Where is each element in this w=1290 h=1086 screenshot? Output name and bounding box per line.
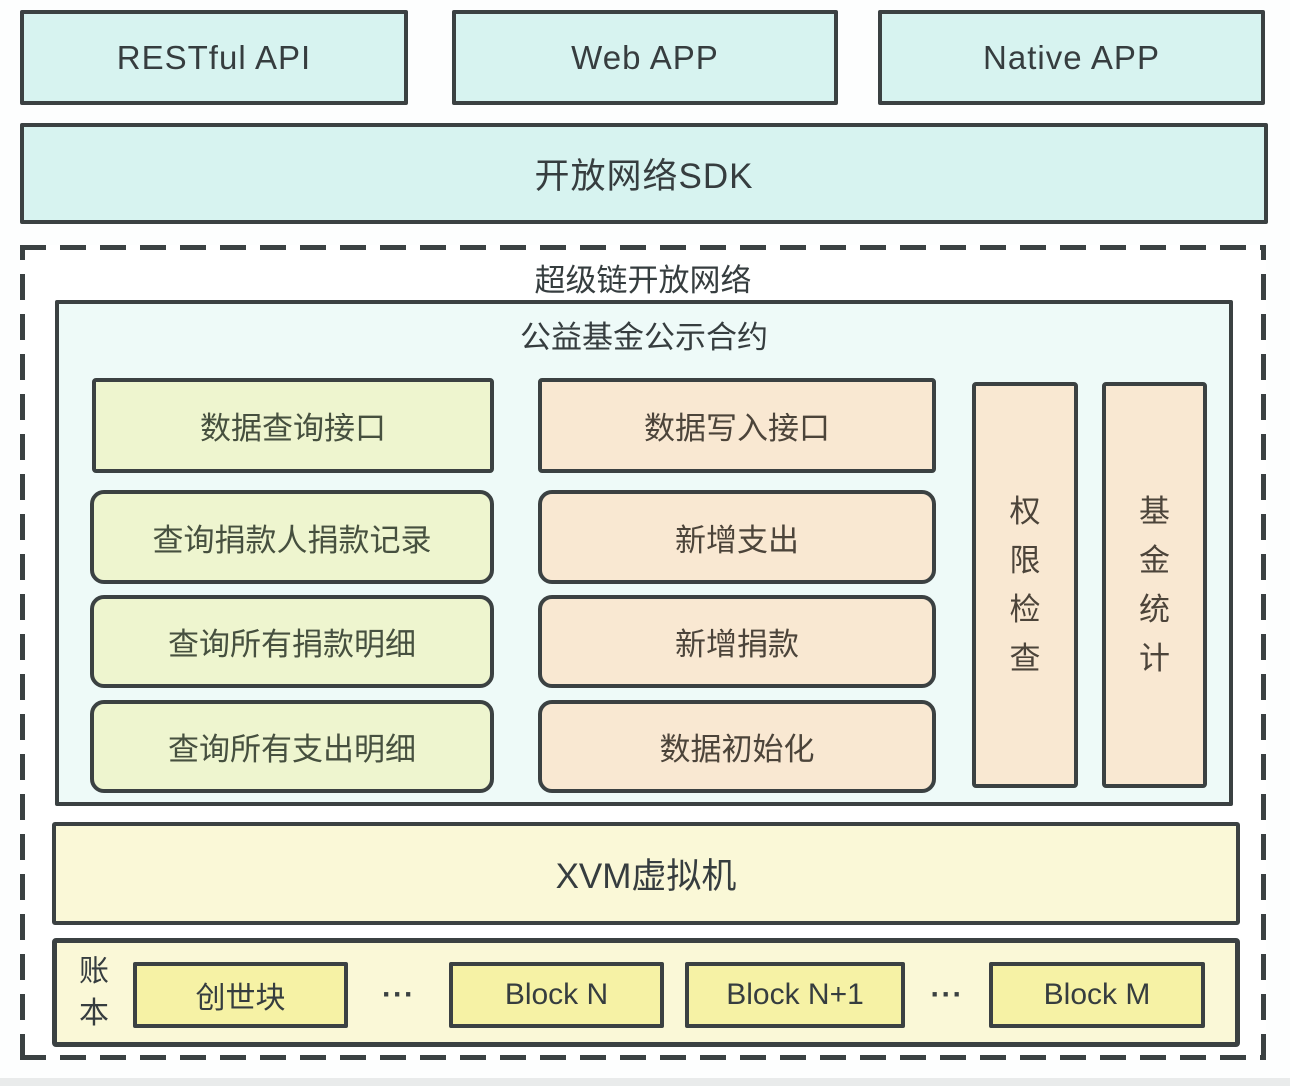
web-app-label: Web APP — [571, 38, 719, 76]
open-network-sdk-label: 开放网络SDK — [534, 157, 754, 196]
block-m-box: Block M — [989, 962, 1205, 1028]
fund-statistics-label: 基金统计 — [1139, 494, 1170, 676]
add-expense-box: 新增支出 — [538, 490, 936, 584]
xvm-virtual-machine-label: XVM虚拟机 — [555, 857, 737, 896]
query-donor-records-box: 查询捐款人捐款记录 — [90, 490, 494, 584]
add-donation-label: 新增捐款 — [675, 627, 799, 662]
bottom-edge-strip — [0, 1078, 1290, 1086]
block-n-plus-1-label: Block N+1 — [726, 978, 864, 1011]
restful-api-label: RESTful API — [116, 38, 312, 76]
query-all-expenses-box: 查询所有支出明细 — [90, 700, 494, 793]
superchain-open-network-container: 超级链开放网络 公益基金公示合约 数据查询接口 查询捐款人捐款记录 查询所有捐款… — [20, 245, 1266, 1060]
ellipsis-1: ··· — [382, 978, 415, 1011]
fund-contract-title: 公益基金公示合约 — [520, 320, 768, 355]
permission-check-label: 权限检查 — [1009, 494, 1041, 676]
native-app-box: Native APP — [878, 10, 1265, 105]
block-n-plus-1-box: Block N+1 — [685, 962, 905, 1028]
genesis-block-box: 创世块 — [133, 962, 348, 1028]
query-donor-records-label: 查询捐款人捐款记录 — [152, 522, 432, 558]
query-all-expenses-label: 查询所有支出明细 — [168, 732, 416, 767]
data-init-box: 数据初始化 — [538, 700, 936, 793]
query-all-donations-box: 查询所有捐款明细 — [90, 595, 494, 688]
restful-api-box: RESTful API — [20, 10, 408, 105]
open-network-sdk-box: 开放网络SDK — [20, 123, 1268, 224]
fund-statistics-box: 基金统计 — [1102, 382, 1207, 788]
native-app-label: Native APP — [983, 38, 1160, 76]
add-expense-label: 新增支出 — [675, 522, 799, 558]
data-query-interface-label: 数据查询接口 — [200, 411, 386, 446]
xvm-virtual-machine-box: XVM虚拟机 — [52, 822, 1240, 925]
fund-contract-container: 公益基金公示合约 数据查询接口 查询捐款人捐款记录 查询所有捐款明细 查询所有支… — [55, 300, 1233, 806]
ledger-container: 账本 创世块 ··· Block N Block N+1 ··· Block M — [52, 938, 1240, 1047]
data-query-interface-box: 数据查询接口 — [92, 378, 494, 473]
genesis-block-label: 创世块 — [195, 982, 286, 1015]
data-write-interface-label: 数据写入接口 — [644, 411, 830, 446]
data-write-interface-box: 数据写入接口 — [538, 378, 936, 473]
add-donation-box: 新增捐款 — [538, 595, 936, 688]
ellipsis-2: ··· — [930, 978, 964, 1011]
block-m-label: Block M — [1043, 978, 1151, 1011]
superchain-open-network-title: 超级链开放网络 — [534, 263, 752, 298]
ledger-label-wrap: 账本 — [75, 943, 113, 1042]
query-all-donations-label: 查询所有捐款明细 — [168, 627, 416, 662]
web-app-box: Web APP — [452, 10, 838, 105]
block-n-box: Block N — [449, 962, 664, 1028]
ledger-label: 账本 — [79, 954, 109, 1030]
permission-check-box: 权限检查 — [972, 382, 1078, 788]
block-n-label: Block N — [504, 978, 609, 1011]
data-init-label: 数据初始化 — [659, 732, 815, 767]
